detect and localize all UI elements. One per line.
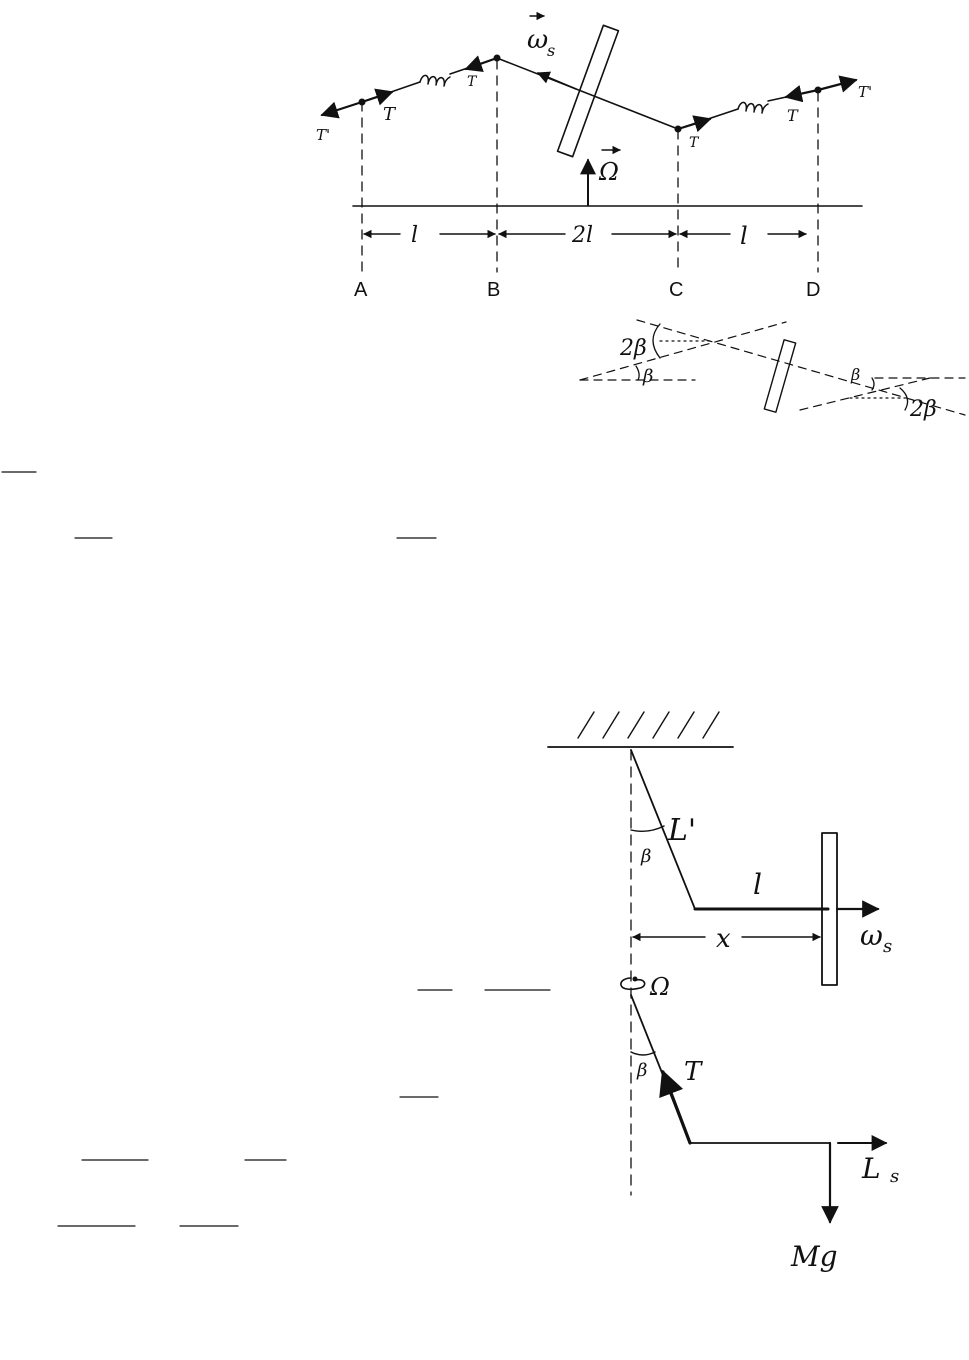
label-2beta-left: 2β xyxy=(619,336,647,361)
label-omega-big: Ω xyxy=(598,158,619,186)
omega-s-arrow xyxy=(536,71,577,90)
arc-beta-force xyxy=(630,1051,656,1056)
ceiling-hatching xyxy=(577,711,720,739)
label-t-d: T xyxy=(787,106,799,125)
label-beta-left: β xyxy=(642,366,653,387)
right-spring xyxy=(737,101,769,114)
label-point-d: D xyxy=(806,279,820,301)
tension-arrow-b xyxy=(464,55,499,72)
point-d-dot xyxy=(814,86,822,94)
label-point-a: A xyxy=(354,279,368,301)
point-c-dot xyxy=(674,125,682,133)
force-diagram: Ω β T L s Mg xyxy=(620,973,899,1273)
label-t-c: T xyxy=(689,135,700,151)
label-omega-s: ω xyxy=(527,25,548,55)
label-beta-force: β xyxy=(636,1060,647,1081)
label-l-axle: l xyxy=(753,868,762,901)
string-l-prime xyxy=(630,749,696,910)
arc-beta-left xyxy=(635,365,640,381)
arc-beta-right xyxy=(871,377,875,391)
label-t-prime-d: T' xyxy=(858,83,872,101)
label-2beta-right: 2β xyxy=(909,397,937,422)
tension-arrow-a xyxy=(360,88,394,106)
tension-prime-arrow-d xyxy=(816,75,858,93)
label-beta-right: β xyxy=(850,365,860,384)
label-l-s: L xyxy=(861,1152,881,1185)
axle-dashed-line xyxy=(636,319,966,416)
label-point-c: C xyxy=(669,279,683,301)
label-omega-force: Ω xyxy=(649,973,670,1001)
label-x: x xyxy=(716,924,731,954)
label-t-a: T xyxy=(383,104,397,125)
label-beta-pendulum: β xyxy=(640,846,651,867)
tension-arrow-c xyxy=(676,115,712,133)
fraction-bar-fragments xyxy=(1,471,551,1227)
arc-2beta-right xyxy=(899,387,909,411)
label-dim-l-right: l xyxy=(740,222,748,250)
point-a-dot xyxy=(358,98,366,106)
disk xyxy=(556,24,620,158)
tension-arrow xyxy=(659,1069,692,1145)
point-b-dot xyxy=(493,54,501,62)
left-spring xyxy=(419,74,451,87)
disk-small xyxy=(763,339,797,413)
tension-prime-arrow-a xyxy=(320,100,364,119)
angle-slant-right xyxy=(799,377,931,411)
label-mg: Mg xyxy=(790,1240,838,1273)
pendulum-diagram: L' β l x ω s xyxy=(547,711,892,1196)
rotation-symbol xyxy=(620,977,646,991)
arc-beta-pendulum xyxy=(630,825,665,833)
label-omega-s-sub: s xyxy=(547,41,555,60)
label-l-prime: L' xyxy=(667,813,696,848)
label-dim-2l: 2l xyxy=(571,223,593,248)
angle-slant-left xyxy=(579,321,787,381)
axle xyxy=(496,57,679,130)
label-t-force: T xyxy=(684,1057,703,1087)
label-t-prime-a: T' xyxy=(316,126,330,144)
top-diagram: ω s Ω T T T T T' T' l 2l l A B C D xyxy=(316,11,872,301)
label-dim-l-left: l xyxy=(411,223,418,248)
arc-2beta-left xyxy=(652,323,661,359)
label-point-b: B xyxy=(487,279,500,301)
tension-arrow-d xyxy=(784,85,820,103)
label-t-b: T xyxy=(467,74,478,90)
angle-diagram: 2β β β 2β xyxy=(579,319,966,422)
label-omega-s-pendulum-sub: s xyxy=(883,936,892,957)
label-omega-s-pendulum: ω xyxy=(860,919,883,952)
rotation-symbol-head xyxy=(632,976,638,982)
label-l-s-sub: s xyxy=(890,1166,899,1187)
